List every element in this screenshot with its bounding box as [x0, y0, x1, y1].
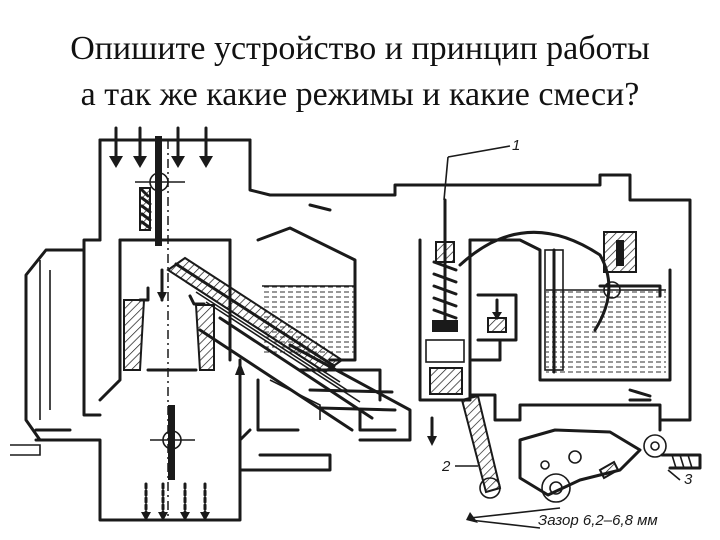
air-damper	[135, 136, 185, 520]
slide-title: Опишите устройство и принцип работы а та…	[0, 26, 720, 118]
carburetor-body	[10, 138, 692, 522]
throttle-valve	[150, 405, 195, 480]
economizer-valve	[470, 293, 518, 362]
callout-1: 1	[512, 137, 520, 154]
mixture-outlet-arrows	[141, 482, 210, 521]
gap-dimension-label: Зазор 6,2–6,8 мм	[538, 512, 658, 529]
title-line-1: Опишите устройство и принцип работы	[70, 30, 650, 67]
venturi	[118, 238, 232, 372]
callout-2: 2	[441, 458, 451, 475]
air-intake-arrows	[109, 126, 213, 168]
accelerator-pump	[418, 145, 511, 446]
throttle-linkage	[455, 393, 702, 529]
title-line-2: а так же какие режимы и какие смеси?	[80, 76, 640, 113]
float-chamber	[235, 203, 357, 472]
callout-3: 3	[684, 471, 693, 488]
fuel-reservoir	[458, 230, 672, 402]
callouts: 1 2 3 Зазор 6,2–6,8 мм	[441, 137, 693, 529]
